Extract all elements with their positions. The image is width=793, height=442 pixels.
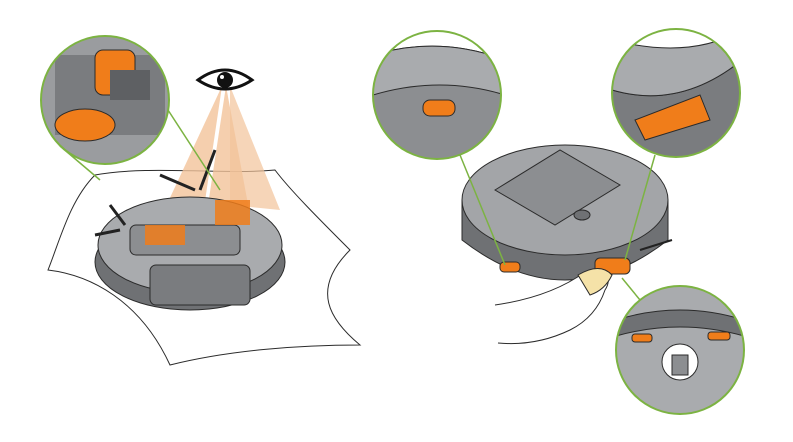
callout-front-sensor: [372, 30, 506, 266]
robot-top: [461, 144, 673, 281]
right-panel: [372, 28, 745, 415]
cleaning-cloth: [577, 268, 613, 296]
eye-icon: [195, 68, 255, 91]
robot-underside: [94, 149, 286, 311]
light-beam: [230, 86, 280, 210]
callout-side-sensor: [611, 28, 741, 261]
hand-with-cloth: [494, 269, 609, 345]
callout-wheels: [40, 35, 221, 191]
callout-bottom-sensors: [615, 277, 745, 415]
left-panel: [40, 35, 362, 366]
